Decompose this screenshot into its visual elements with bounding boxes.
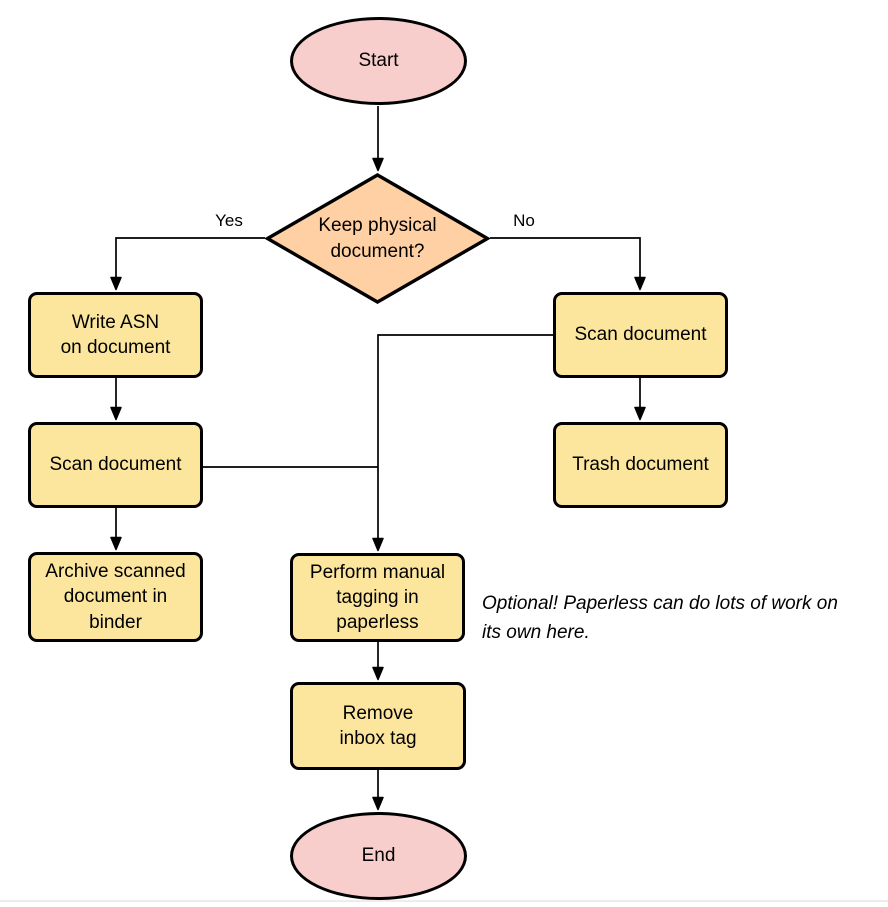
node-trash-document-label: Trash document	[572, 454, 709, 476]
node-start-label: Start	[358, 50, 399, 72]
node-decision-label: Keep physical document?	[318, 215, 437, 262]
edge-scan-right-to-tagging	[372, 334, 553, 552]
node-remove-inbox-tag[interactable]: Remove inbox tag	[290, 682, 466, 770]
node-end[interactable]: End	[290, 812, 467, 900]
edge-label-yes: Yes	[215, 211, 243, 230]
annotation-optional-note: Optional! Paperless can do lots of work …	[482, 593, 838, 644]
node-archive-scanned[interactable]: Archive scanned document in binder	[28, 552, 203, 642]
page-bottom-divider	[0, 900, 888, 902]
edge-decision-yes-to-write-asn	[110, 237, 265, 291]
edge-decision-no-to-scan-right	[490, 237, 646, 291]
node-start[interactable]: Start	[290, 17, 467, 105]
node-end-label: End	[361, 845, 396, 867]
node-scan-document-right-label: Scan document	[574, 324, 707, 346]
node-scan-document-left[interactable]: Scan document	[28, 422, 203, 508]
node-write-asn[interactable]: Write ASN on document	[28, 292, 203, 378]
node-archive-scanned-label: Archive scanned document in binder	[45, 561, 186, 633]
node-manual-tagging-label: Perform manual tagging in paperless	[309, 561, 446, 634]
edge-label-no: No	[513, 211, 535, 230]
diamond-shape	[265, 173, 490, 304]
node-scan-document-left-label: Scan document	[49, 454, 182, 476]
node-trash-document[interactable]: Trash document	[553, 422, 728, 508]
node-manual-tagging[interactable]: Perform manual tagging in paperless	[290, 553, 465, 642]
node-write-asn-label: Write ASN on document	[60, 311, 171, 358]
node-decision-keep-physical[interactable]: Keep physical document?	[265, 173, 490, 304]
node-scan-document-right[interactable]: Scan document	[553, 292, 728, 378]
node-remove-inbox-tag-label: Remove inbox tag	[339, 702, 417, 749]
